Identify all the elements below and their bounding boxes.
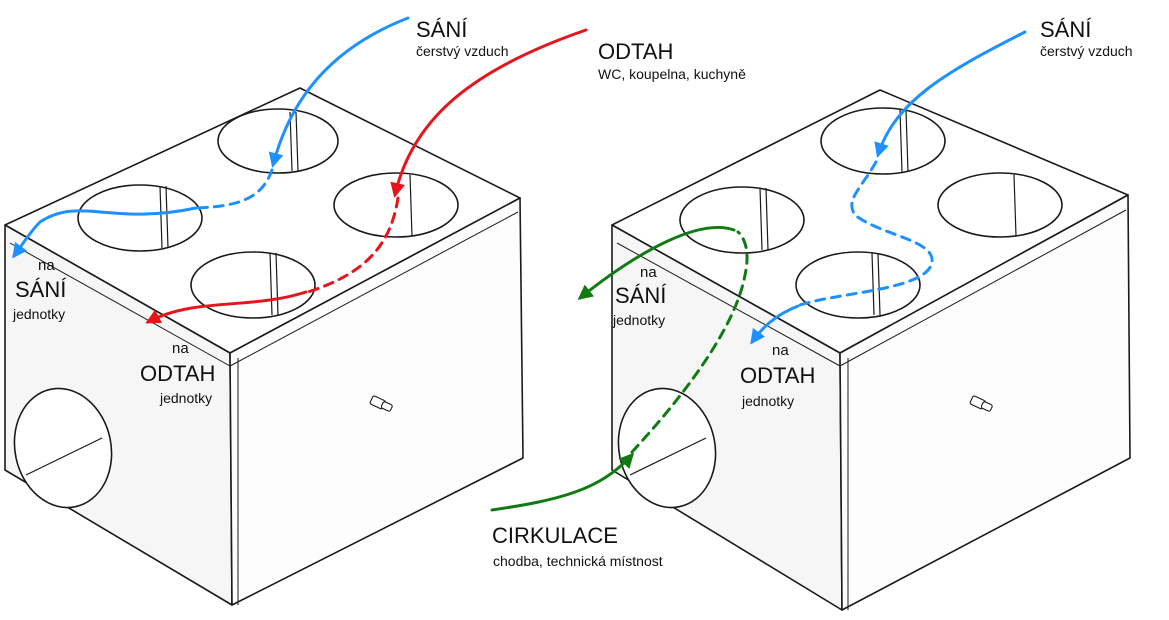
left-to-intake-title: SÁNÍ (15, 277, 67, 302)
right-to-intake-title: SÁNÍ (615, 283, 667, 308)
left-to-intake-pre: na (38, 257, 55, 274)
left-bolt-icon (369, 395, 393, 412)
circulation-title: CIRKULACE (492, 523, 618, 548)
right-bolt-icon (969, 395, 993, 412)
left-exhaust-subtitle: WC, koupelna, kuchyně (598, 66, 746, 82)
right-circulation-arrow (490, 225, 749, 512)
left-side-port-divider (25, 437, 103, 476)
circulation-subtitle: chodba, technická místnost (493, 553, 663, 569)
left-to-intake-post: jednotky (13, 306, 66, 322)
left-top-port-front (190, 251, 316, 319)
right-intake-arrow (750, 30, 1027, 345)
left-side-port (13, 387, 113, 509)
right-box (611, 89, 1131, 611)
left-to-exhaust-pre: na (172, 340, 189, 357)
left-top-port-back (217, 108, 339, 174)
right-top-port-left (679, 186, 805, 254)
right-intake-title: SÁNÍ (1040, 17, 1092, 42)
left-top-port-left (77, 184, 203, 252)
left-to-exhaust-title: ODTAH (140, 361, 216, 386)
right-top-port-right (937, 172, 1063, 238)
right-box-lid-edge (616, 209, 1127, 367)
left-box-lid-edge (9, 211, 519, 367)
left-exhaust-title: ODTAH (598, 39, 674, 64)
right-to-exhaust-post: jednotky (742, 393, 795, 409)
right-to-intake-pre: na (640, 264, 657, 281)
right-top-port-front (795, 251, 921, 319)
left-intake-subtitle: čerstvý vzduch (416, 43, 509, 59)
right-to-exhaust-pre: na (772, 342, 789, 359)
right-side-port-divider (629, 437, 707, 476)
left-exhaust-arrow (145, 28, 588, 324)
left-to-exhaust-post: jednotky (160, 390, 213, 406)
right-to-intake-post: jednotky (613, 312, 666, 328)
right-to-exhaust-title: ODTAH (740, 363, 816, 388)
left-intake-arrow (12, 16, 410, 259)
left-intake-title: SÁNÍ (416, 17, 468, 42)
right-intake-subtitle: čerstvý vzduch (1040, 43, 1133, 59)
left-box (4, 87, 524, 606)
